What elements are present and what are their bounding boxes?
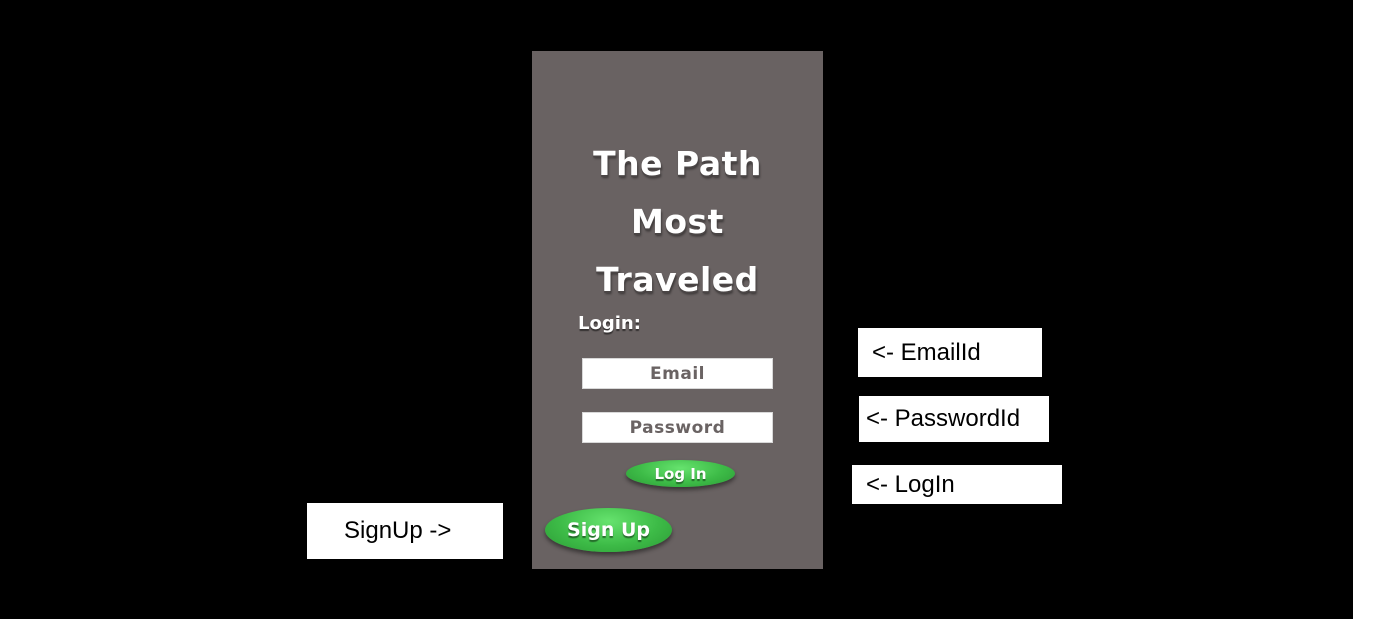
email-id-annotation: <- EmailId <box>858 328 1042 377</box>
password-placeholder: Password <box>629 417 726 438</box>
password-field[interactable]: Password <box>582 412 773 443</box>
password-id-annotation: <- PasswordId <box>859 396 1049 442</box>
login-section-label: Login: <box>578 313 641 334</box>
login-annotation: <- LogIn <box>852 465 1062 504</box>
signup-button[interactable]: Sign Up <box>545 508 672 552</box>
email-placeholder: Email <box>650 363 705 384</box>
app-title-line-1: The Path <box>593 144 762 183</box>
phone-screen: The Path Most Traveled <box>532 51 823 569</box>
email-field[interactable]: Email <box>582 358 773 389</box>
signup-annotation: SignUp -> <box>307 503 503 559</box>
login-button-label: Log In <box>654 464 707 483</box>
app-title-line-2: Most <box>631 202 724 241</box>
signup-button-label: Sign Up <box>567 519 650 541</box>
app-title: The Path Most Traveled <box>532 135 823 309</box>
login-button[interactable]: Log In <box>626 460 735 487</box>
app-title-line-3: Traveled <box>596 260 759 299</box>
